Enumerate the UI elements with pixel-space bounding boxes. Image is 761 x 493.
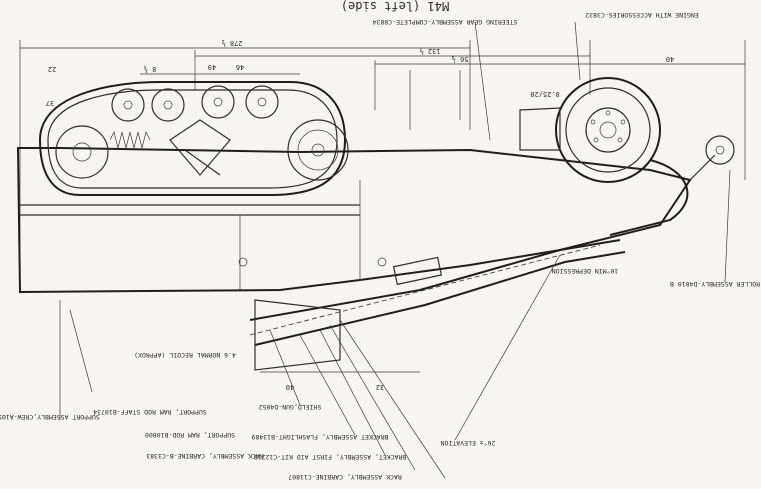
dimension-132: 132 ½ [419,47,440,55]
suspension-spring [109,130,151,149]
label-rack-carbine-2: RACK ASSEMBLY, CARBINE-C11807 [288,473,402,481]
label-normal-recoil: 4.6 NORMAL RECOIL (APPROX) [134,351,236,359]
label-steering-gear: STEERING GEAR ASSEMBLY-COMPLETE-C8834 [373,18,518,26]
tire-size-dimension: 8.25/20 [530,90,560,98]
dimension-40-top: 40 [666,55,674,63]
dimension-22: 22 [48,65,56,73]
label-rack-carbine-1: RACK ASSEMBLY, CARBINE-B-C3383 [146,452,263,460]
overall-length-dimension: 278 ½ [221,39,242,47]
dimension-37: 37 [46,99,54,107]
dimension-56: 56 ¼ [452,55,469,63]
dimension-49: 49 [208,63,216,71]
sprocket-wheel [287,119,349,181]
dimension-46: 46 [236,63,244,71]
tire [555,77,661,183]
label-engine: ENGINE WITH ACCESSORIES-C3832 [585,11,699,19]
label-elevation: 26°± ELEVATION [441,439,496,447]
drawing-title: M41 (left side) [341,0,449,13]
dimension-8: 8 ⅜ [144,65,157,74]
label-roller-assembly: ROLLER ASSEMBLY-D4810 B [670,280,760,288]
label-support-ram-rod-staff: SUPPORT, RAM ROD STAFF-B10734 [93,408,207,416]
dimension-40-bottom: 40 [286,383,294,391]
label-support-ram-rod: SUPPORT, RAM ROD-B10800 [145,431,235,439]
gun-breech [254,299,341,371]
label-depression: 10°MIN DEPRESSION [552,267,619,275]
label-bracket-flashlight: BRACKET ASSEMBLY, FLASHLIGHT-B13489 [251,433,388,441]
gun-tube-upper [249,239,621,321]
label-support-assembly-crew: SUPPORT ASSEMBLY,CREW-A10554 [0,413,100,421]
idler-wheel [55,125,109,179]
crew-box [392,256,443,286]
spade-arm [609,159,689,236]
bogie-wheels [111,85,279,122]
label-shield-gun: SHIELD,GUN-D4052 [259,403,322,411]
track-assembly [38,81,347,196]
label-bracket-first-aid: BRACKET, ASSEMBLY, FIRST AID KIT-C12218 [254,453,407,461]
dimension-32: 32 [376,383,384,391]
engine-block [519,107,561,151]
roller-wheel [705,135,735,165]
